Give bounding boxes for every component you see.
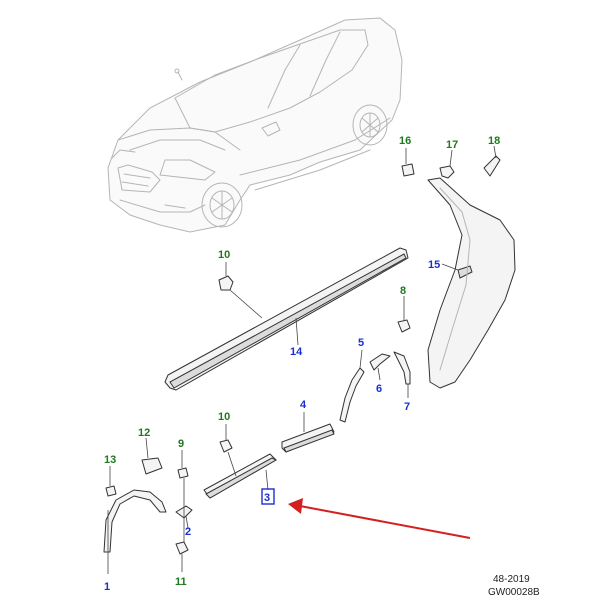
label-part-14: 14 bbox=[290, 346, 303, 358]
label-part-3: 3 bbox=[264, 492, 270, 504]
label-part-10-upper: 10 bbox=[218, 249, 230, 261]
part-14-sill-moulding bbox=[164, 247, 409, 391]
part-3-door-moulding bbox=[203, 453, 278, 499]
label-part-16: 16 bbox=[399, 135, 411, 147]
label-part-15: 15 bbox=[428, 259, 440, 271]
label-part-6: 6 bbox=[376, 383, 382, 395]
vehicle-illustration bbox=[107, 17, 403, 233]
highlight-arrow bbox=[288, 498, 471, 539]
callout-labels: 1 2 3 4 5 6 7 8 9 10 10 11 12 13 14 15 1… bbox=[104, 135, 500, 593]
part-10-clip-lower bbox=[219, 424, 237, 477]
arrow-head-icon bbox=[288, 498, 303, 514]
label-part-8: 8 bbox=[400, 285, 406, 297]
part-13-clip bbox=[105, 466, 117, 497]
part-1-front-arch-moulding bbox=[103, 489, 167, 574]
part-17-retainer bbox=[439, 149, 455, 179]
label-part-5: 5 bbox=[358, 337, 364, 349]
label-part-17: 17 bbox=[446, 139, 458, 151]
part-12-bracket bbox=[141, 437, 163, 475]
caption-code: GW00028B bbox=[488, 587, 540, 598]
label-part-13: 13 bbox=[104, 454, 116, 466]
part-10-clip-upper bbox=[218, 262, 263, 319]
label-part-4: 4 bbox=[300, 399, 307, 411]
part-8-clip bbox=[397, 296, 411, 333]
part-18-bracket bbox=[483, 145, 501, 177]
label-part-2: 2 bbox=[185, 526, 191, 538]
label-part-7: 7 bbox=[404, 401, 410, 413]
arrow-line bbox=[299, 505, 471, 539]
part-15-rear-wheel-arch bbox=[427, 177, 516, 389]
label-part-12: 12 bbox=[138, 427, 150, 439]
part-6-arch-trim bbox=[369, 353, 391, 381]
caption-number: 48-2019 bbox=[493, 574, 530, 585]
label-part-10-lower: 10 bbox=[218, 411, 230, 423]
part-4-door-moulding bbox=[281, 412, 335, 453]
part-11-clip bbox=[175, 478, 189, 572]
part-9-clip bbox=[177, 450, 189, 479]
part-7-arch-trim bbox=[393, 351, 411, 398]
part-5-arch-extension bbox=[339, 349, 365, 423]
label-part-11: 11 bbox=[175, 576, 187, 588]
drawing-reference: 48-2019 GW00028B bbox=[488, 574, 540, 598]
highlight-box bbox=[261, 488, 275, 505]
label-part-9: 9 bbox=[178, 438, 184, 450]
label-part-1: 1 bbox=[104, 581, 110, 593]
part-16-clip bbox=[401, 148, 415, 177]
label-part-18: 18 bbox=[488, 135, 500, 147]
